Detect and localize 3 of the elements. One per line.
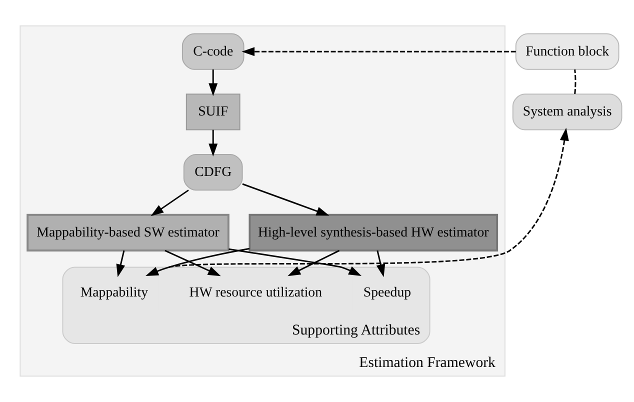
node-text: Speedup [363,284,412,300]
node-text: HW resource utilization [189,284,322,300]
node-text: Mappability [80,284,148,300]
